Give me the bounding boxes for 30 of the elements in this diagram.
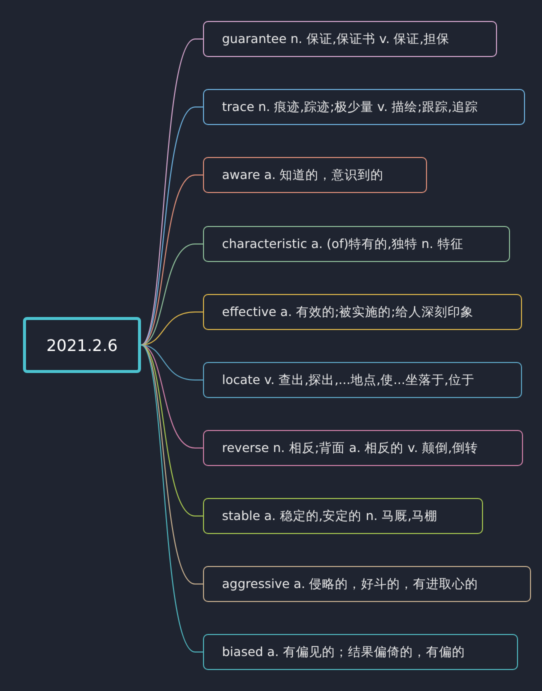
topic-box — [203, 430, 523, 466]
connector-line — [140, 244, 204, 346]
topic-text: trace n. 痕迹,踪迹;极少量 v. 描绘;跟踪,追踪 — [221, 98, 478, 116]
topic-text: characteristic a. (of)特有的,独特 n. 特征 — [221, 236, 464, 252]
topic-box — [203, 226, 510, 262]
topic-box — [203, 362, 522, 398]
connector-line — [140, 174, 204, 346]
connector-line — [140, 106, 204, 346]
topic-text: stable a. 稳定的,安定的 n. 马厩,马棚 — [221, 508, 438, 524]
topic-box — [203, 634, 518, 670]
connector-line — [140, 344, 204, 448]
topic-text: effective a. 有效的;被实施的;给人深刻印象 — [221, 304, 474, 320]
topic-text: aware a. 知道的，意识到的 — [221, 166, 384, 184]
topic-title: 2021.2.6 — [46, 336, 118, 354]
topic-box — [203, 157, 427, 193]
topic-text: biased a. 有偏见的；结果偏倚的，有偏的 — [221, 644, 465, 660]
central-topic-box — [23, 317, 141, 373]
connector-line — [140, 344, 204, 652]
connector-line — [140, 344, 204, 584]
topic-text: guarantee n. 保证,保证书 v. 保证,担保 — [221, 30, 450, 48]
topic-text: locate v. 查出,探出,...地点,使...坐落于,位于 — [221, 372, 474, 388]
topic-box — [203, 294, 522, 330]
topic-text: reverse n. 相反;背面 a. 相反的 v. 颠倒,倒转 — [221, 440, 478, 456]
topic-box — [203, 498, 483, 534]
topic-box — [203, 566, 531, 602]
topic-text: aggressive a. 侵略的，好斗的，有进取心的 — [221, 576, 478, 592]
topic-box — [203, 89, 525, 125]
connector-line — [140, 344, 204, 380]
connector-line — [140, 38, 204, 346]
topic-box — [203, 21, 497, 57]
